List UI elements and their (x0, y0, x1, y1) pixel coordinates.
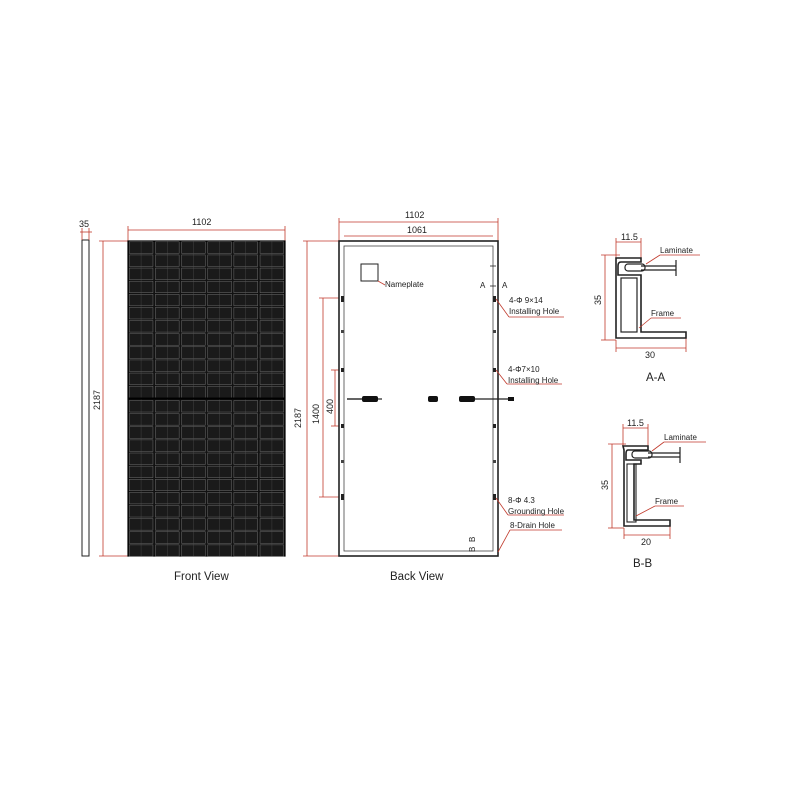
callout-3-line1: 8-Φ 4.3 (508, 496, 535, 505)
grounding-hole (493, 330, 496, 333)
grounding-hole (493, 460, 496, 463)
side-profile (81, 239, 90, 557)
cable-left (347, 396, 382, 402)
callout-2-line1: 4-Φ7×10 (508, 365, 540, 374)
callout-leader (497, 529, 511, 553)
section-bb-top-label: 11.5 (627, 418, 644, 428)
install-hole-large-right-bottom (493, 494, 496, 500)
section-aa-title: A-A (646, 372, 666, 384)
install-hole-small-right-top (493, 368, 496, 372)
front-width-label: 1102 (192, 217, 211, 227)
front-view: 2187 1102 Front View (92, 217, 286, 583)
grounding-hole (341, 460, 344, 463)
section-aa-height-label: 35 (593, 295, 603, 305)
section-aa-top-label: 11.5 (621, 232, 638, 242)
callout-leader (495, 497, 509, 516)
junction-box (428, 396, 438, 402)
section-bb-title: B-B (633, 558, 653, 570)
section-bb-width-label: 20 (641, 537, 651, 547)
section-aa-frame-profile (615, 257, 687, 339)
section-aa-width-label: 30 (645, 350, 655, 360)
callout-4-line1: 8-Drain Hole (510, 521, 555, 530)
section-bb-height-label: 35 (600, 480, 610, 490)
back-height-label: 2187 (293, 408, 303, 428)
section-aa-frame-label: Frame (651, 309, 675, 318)
front-view-title: Front View (174, 571, 229, 583)
side-view: 35 (79, 219, 92, 557)
section-aa: 11.5 35 30 Laminate Frame A-A (593, 232, 700, 384)
back-inner-width-label: 1061 (407, 225, 427, 235)
back-view: 1102 1061 2187 1400 400 Nameplate (293, 210, 565, 583)
cable-right (459, 396, 514, 402)
section-mark-a: A (480, 281, 486, 290)
section-bb: 11.5 35 20 Laminate Frame B-B (600, 418, 706, 570)
install-hole-small-left-top (341, 368, 344, 372)
section-mark-b2: B (468, 537, 477, 542)
front-cell-grid (128, 241, 285, 557)
back-outer-width-label: 1102 (405, 210, 424, 220)
section-aa-laminate-label: Laminate (660, 246, 693, 255)
side-thickness-label: 35 (79, 219, 89, 229)
install-hole-large-left-top (341, 296, 344, 302)
back-hole-span-label: 1400 (311, 404, 321, 424)
callout-2-line2: Installing Hole (508, 376, 559, 385)
section-mark-b: B (468, 547, 477, 552)
install-hole-large-right-top (493, 296, 496, 302)
callout-leader (495, 298, 510, 318)
section-bb-laminate-label: Laminate (664, 433, 697, 442)
callout-1-line1: 4-Φ 9×14 (509, 296, 543, 305)
grounding-hole (341, 330, 344, 333)
callout-leader (495, 369, 508, 385)
back-hole-span-small-label: 400 (325, 399, 335, 414)
callout-1-line2: Installing Hole (509, 307, 560, 316)
callout-3-line2: Grounding Hole (508, 507, 565, 516)
back-view-title: Back View (390, 571, 444, 583)
install-hole-large-left-bottom (341, 494, 344, 500)
section-bb-frame-label: Frame (655, 497, 679, 506)
section-bb-laminate-edge (631, 450, 653, 459)
install-hole-small-left-bottom (341, 424, 344, 428)
nameplate-box (360, 263, 379, 282)
section-bb-frame-profile (621, 445, 671, 527)
front-height-label: 2187 (92, 390, 102, 410)
section-aa-laminate-edge (624, 263, 646, 272)
install-hole-small-right-bottom (493, 424, 496, 428)
section-mark-a2: A (502, 281, 508, 290)
nameplate-label: Nameplate (385, 280, 424, 289)
